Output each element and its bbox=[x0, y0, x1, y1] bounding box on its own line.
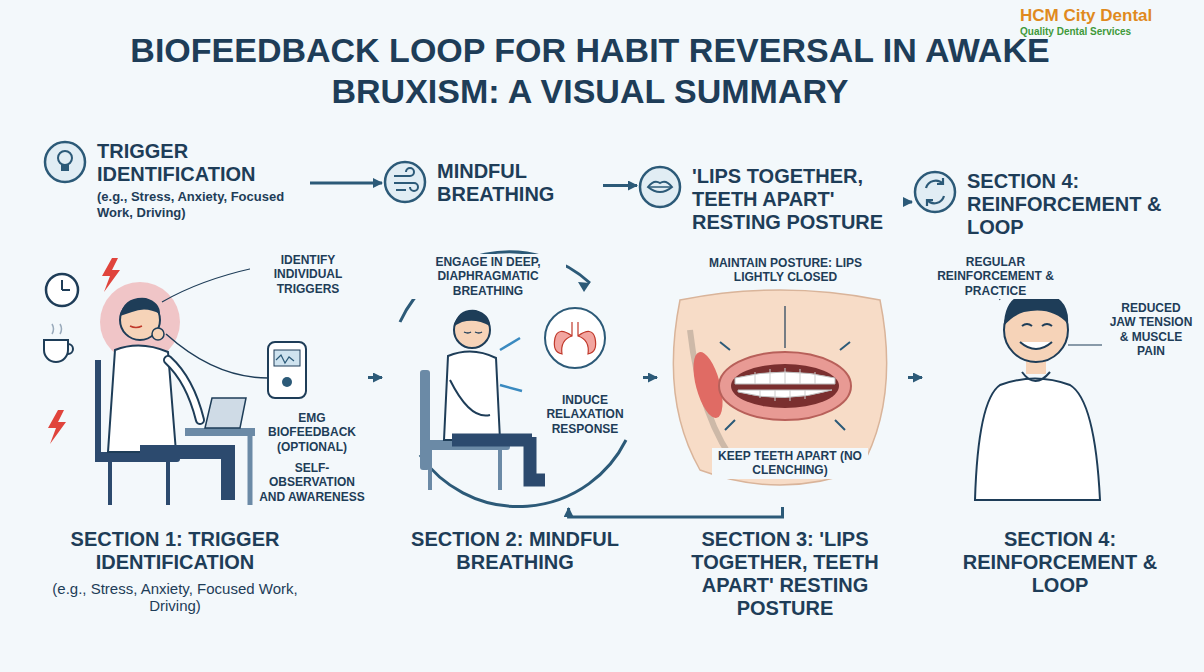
flow-arrow bbox=[603, 184, 637, 187]
illustration-panel: IDENTIFY INDIVIDUAL TRIGGERSEMG BIOFEEDB… bbox=[8, 250, 365, 507]
callout-text: KEEP TEETH APART (NO CLENCHING) bbox=[712, 448, 868, 479]
callout-text: ENGAGE IN DEEP, DIAPHRAGMATIC BREATHING bbox=[410, 254, 566, 299]
section-label: (e.g., Stress, Anxiety, Focused Work, Dr… bbox=[25, 580, 325, 615]
watermark: HCM City Dental bbox=[1020, 6, 1198, 26]
header-title: TRIGGER IDENTIFICATION bbox=[97, 140, 307, 186]
bulb-icon bbox=[45, 142, 85, 182]
mouth-closeup bbox=[673, 290, 886, 485]
callout-text: SELF-OBSERVATION AND AWARENESS bbox=[255, 460, 369, 505]
header-subtitle: (e.g., Stress, Anxiety, Focused Work, Dr… bbox=[97, 189, 307, 220]
loop-icon bbox=[915, 172, 955, 212]
flow-arrow bbox=[368, 376, 382, 379]
flow-arrow bbox=[569, 507, 783, 517]
flow-arrow bbox=[905, 201, 912, 204]
section-header: TRIGGER IDENTIFICATION(e.g., Stress, Anx… bbox=[45, 140, 307, 220]
section-label: SECTION 4: REINFORCEMENT & LOOP bbox=[935, 528, 1185, 597]
callout-text: REGULAR REINFORCEMENT & PRACTICE bbox=[930, 254, 1061, 299]
watermark: Quality Dental Services bbox=[1020, 26, 1198, 38]
flow-arrow bbox=[908, 376, 922, 379]
callout-text: EMG BIOFEEDBACK (OPTIONAL) bbox=[255, 410, 369, 455]
callout-text: IDENTIFY INDIVIDUAL TRIGGERS bbox=[250, 252, 366, 297]
illustration-panel: ENGAGE IN DEEP, DIAPHRAGMATIC BREATHING I… bbox=[385, 250, 640, 505]
section-header: 'LIPS TOGETHER, TEETH APART' RESTING POS… bbox=[640, 165, 902, 234]
section-label: SECTION 1: TRIGGER IDENTIFICATION bbox=[25, 528, 325, 574]
flow-arrow bbox=[643, 376, 657, 379]
callout-text: REDUCED JAW TENSION & MUSCLE PAIN bbox=[1104, 300, 1198, 360]
breathing-scene bbox=[400, 252, 626, 507]
header-title: MINDFUL BREATHING bbox=[437, 160, 600, 206]
section-label: SECTION 3: 'LIPS TOGETHER, TEETH APART' … bbox=[655, 528, 915, 620]
lips-icon bbox=[640, 167, 680, 207]
section-header: SECTION 4: REINFORCEMENT & LOOP bbox=[915, 170, 1185, 239]
illustration-panel: MAINTAIN POSTURE: LIPS LIGHTLY CLOSED KEE… bbox=[660, 250, 905, 505]
relaxed-person bbox=[975, 272, 1102, 500]
callout-text: INDUCE RELAXATION RESPONSE bbox=[532, 392, 638, 437]
illustration-panel: REGULAR REINFORCEMENT & PRACTICE REDUCED … bbox=[925, 250, 1195, 505]
callout-text: MAINTAIN POSTURE: LIPS LIGHTLY CLOSED bbox=[690, 255, 881, 286]
flow-arrow bbox=[310, 182, 382, 185]
section-header: MINDFUL BREATHING bbox=[385, 160, 600, 206]
header-title: SECTION 4: REINFORCEMENT & LOOP bbox=[967, 170, 1185, 239]
section-label: SECTION 2: MINDFUL BREATHING bbox=[400, 528, 630, 574]
wind-icon bbox=[385, 162, 425, 202]
header-title: 'LIPS TOGETHER, TEETH APART' RESTING POS… bbox=[692, 165, 902, 234]
diagram-title: BIOFEEDBACK LOOP FOR HABIT REVERSAL IN A… bbox=[90, 30, 1090, 112]
